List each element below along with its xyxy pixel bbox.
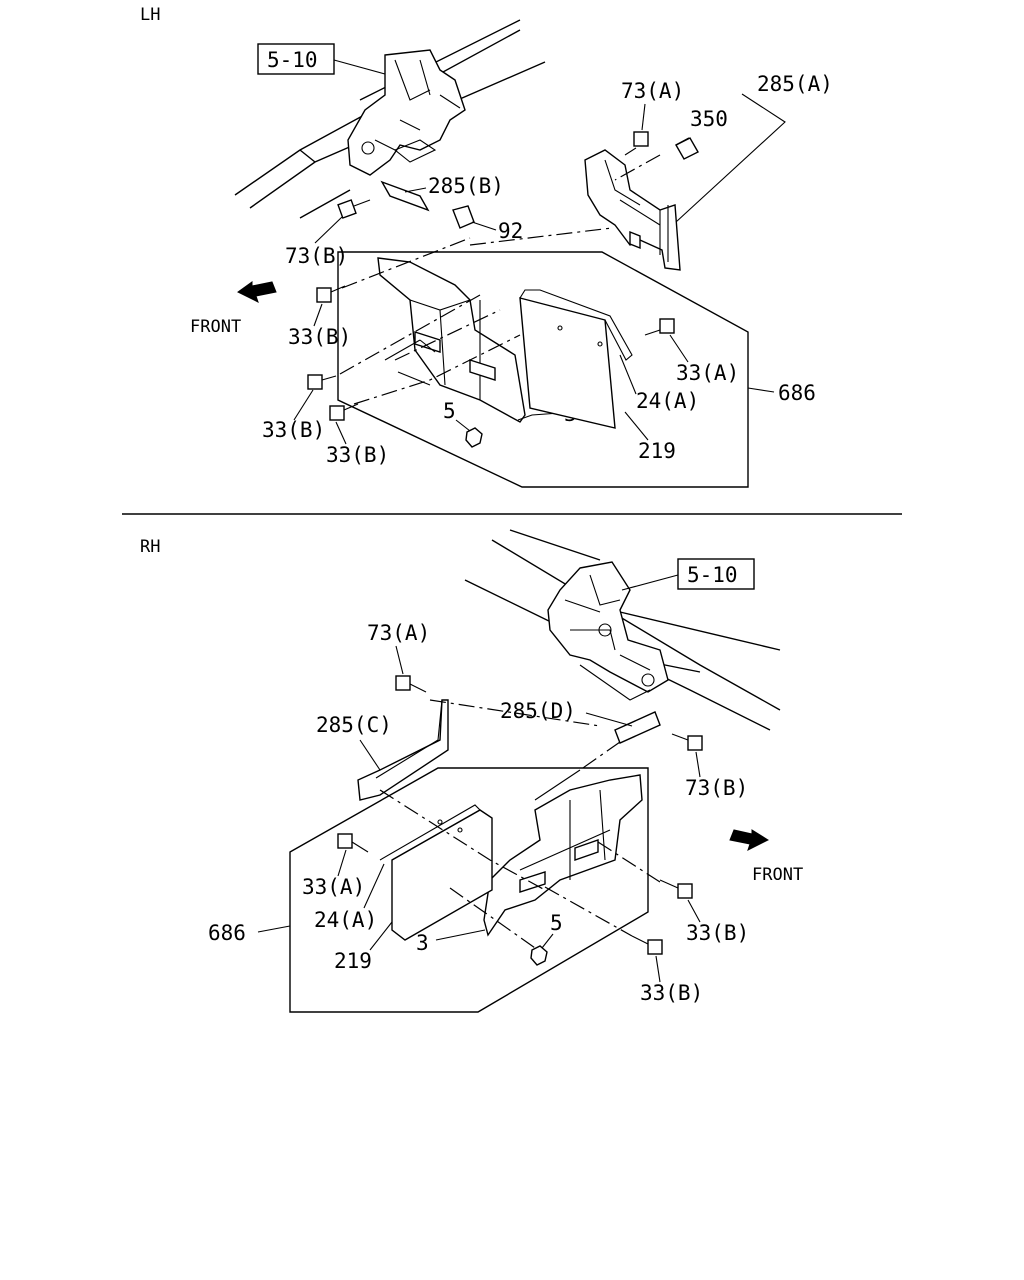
lh-label-24a: 24(A) — [636, 389, 699, 413]
lh-label-73a: 73(A) — [621, 79, 684, 103]
rh-section-label: RH — [140, 537, 160, 557]
rh-front-label: FRONT — [752, 865, 803, 885]
rh-bolt-33b-bot — [631, 935, 663, 955]
lh-bolt-33a — [644, 318, 675, 336]
lh-label-33b-mid: 33(B) — [262, 418, 325, 442]
rh-nut-5 — [530, 945, 548, 966]
rh-bracket-285c — [357, 699, 449, 801]
rh-label-73b: 73(B) — [685, 776, 748, 800]
lh-label-285b: 285(B) — [428, 174, 504, 198]
lh-label-285a: 285(A) — [757, 72, 833, 96]
lh-front-arrow — [237, 281, 277, 303]
lh-label-686: 686 — [778, 381, 816, 405]
rh-mudflap-3 — [483, 774, 643, 937]
lh-label-33b-top: 33(B) — [288, 325, 351, 349]
lh-bolt-33b-top — [316, 285, 346, 303]
lh-bolt-33b-mid — [307, 374, 337, 390]
rh-bolt-73a — [395, 675, 427, 693]
rh-assembly-686-box — [289, 767, 649, 1013]
lh-label-33a: 33(A) — [676, 361, 739, 385]
rh-label-33b-bot: 33(B) — [640, 981, 703, 1005]
rh-label-219: 219 — [334, 949, 372, 973]
lh-label-219: 219 — [638, 439, 676, 463]
rh-label-5: 5 — [550, 911, 563, 935]
lh-frame-bracket — [347, 49, 466, 176]
rh-section: RH 5-10 73(A) 285(C) 285(D) — [140, 529, 803, 1013]
rh-frame-rail — [464, 529, 781, 731]
rh-label-33b-top: 33(B) — [686, 921, 749, 945]
lh-spacer-350 — [675, 137, 699, 160]
rh-label-686: 686 — [208, 921, 246, 945]
rh-label-33a: 33(A) — [302, 875, 365, 899]
lh-label-33b-bot: 33(B) — [326, 443, 389, 467]
rh-bolt-33b-top — [659, 879, 693, 899]
lh-label-92: 92 — [498, 219, 523, 243]
rh-front-arrow — [729, 829, 770, 851]
rh-label-285d: 285(D) — [500, 699, 576, 723]
rh-ref-box-label: 5-10 — [687, 563, 738, 587]
lh-bolt-73b — [337, 199, 371, 219]
lh-section-label: LH — [140, 5, 160, 25]
rh-label-3: 3 — [416, 931, 429, 955]
lh-frame-rail — [234, 19, 546, 219]
lh-assembly-686-box — [337, 251, 749, 488]
lh-bolt-33b-bot — [329, 403, 359, 421]
lh-ref-box-label: 5-10 — [267, 48, 318, 72]
lh-label-350: 350 — [690, 107, 728, 131]
rh-label-24a: 24(A) — [314, 908, 377, 932]
rh-label-73a: 73(A) — [367, 621, 430, 645]
rh-bolt-33a — [337, 833, 369, 853]
lh-label-5: 5 — [443, 399, 456, 423]
rh-panel-219 — [379, 804, 493, 941]
rh-plate-285d — [614, 711, 661, 744]
rh-label-285c: 285(C) — [316, 713, 392, 737]
lh-front-label: FRONT — [190, 317, 241, 337]
lh-plate-285b — [380, 180, 430, 212]
lh-clip-92 — [452, 205, 475, 229]
lh-label-73b: 73(B) — [285, 244, 348, 268]
lh-section: LH 5-10 285(B) 73(B) 92 — [140, 5, 833, 488]
lh-nut-5 — [465, 427, 483, 448]
rh-frame-bracket — [547, 561, 669, 693]
lh-bolt-73a — [624, 131, 649, 156]
lh-panel-219 — [519, 289, 633, 429]
rh-bolt-73b — [671, 733, 703, 751]
rh-ref-box — [677, 558, 755, 590]
lh-ref-box — [257, 43, 335, 75]
